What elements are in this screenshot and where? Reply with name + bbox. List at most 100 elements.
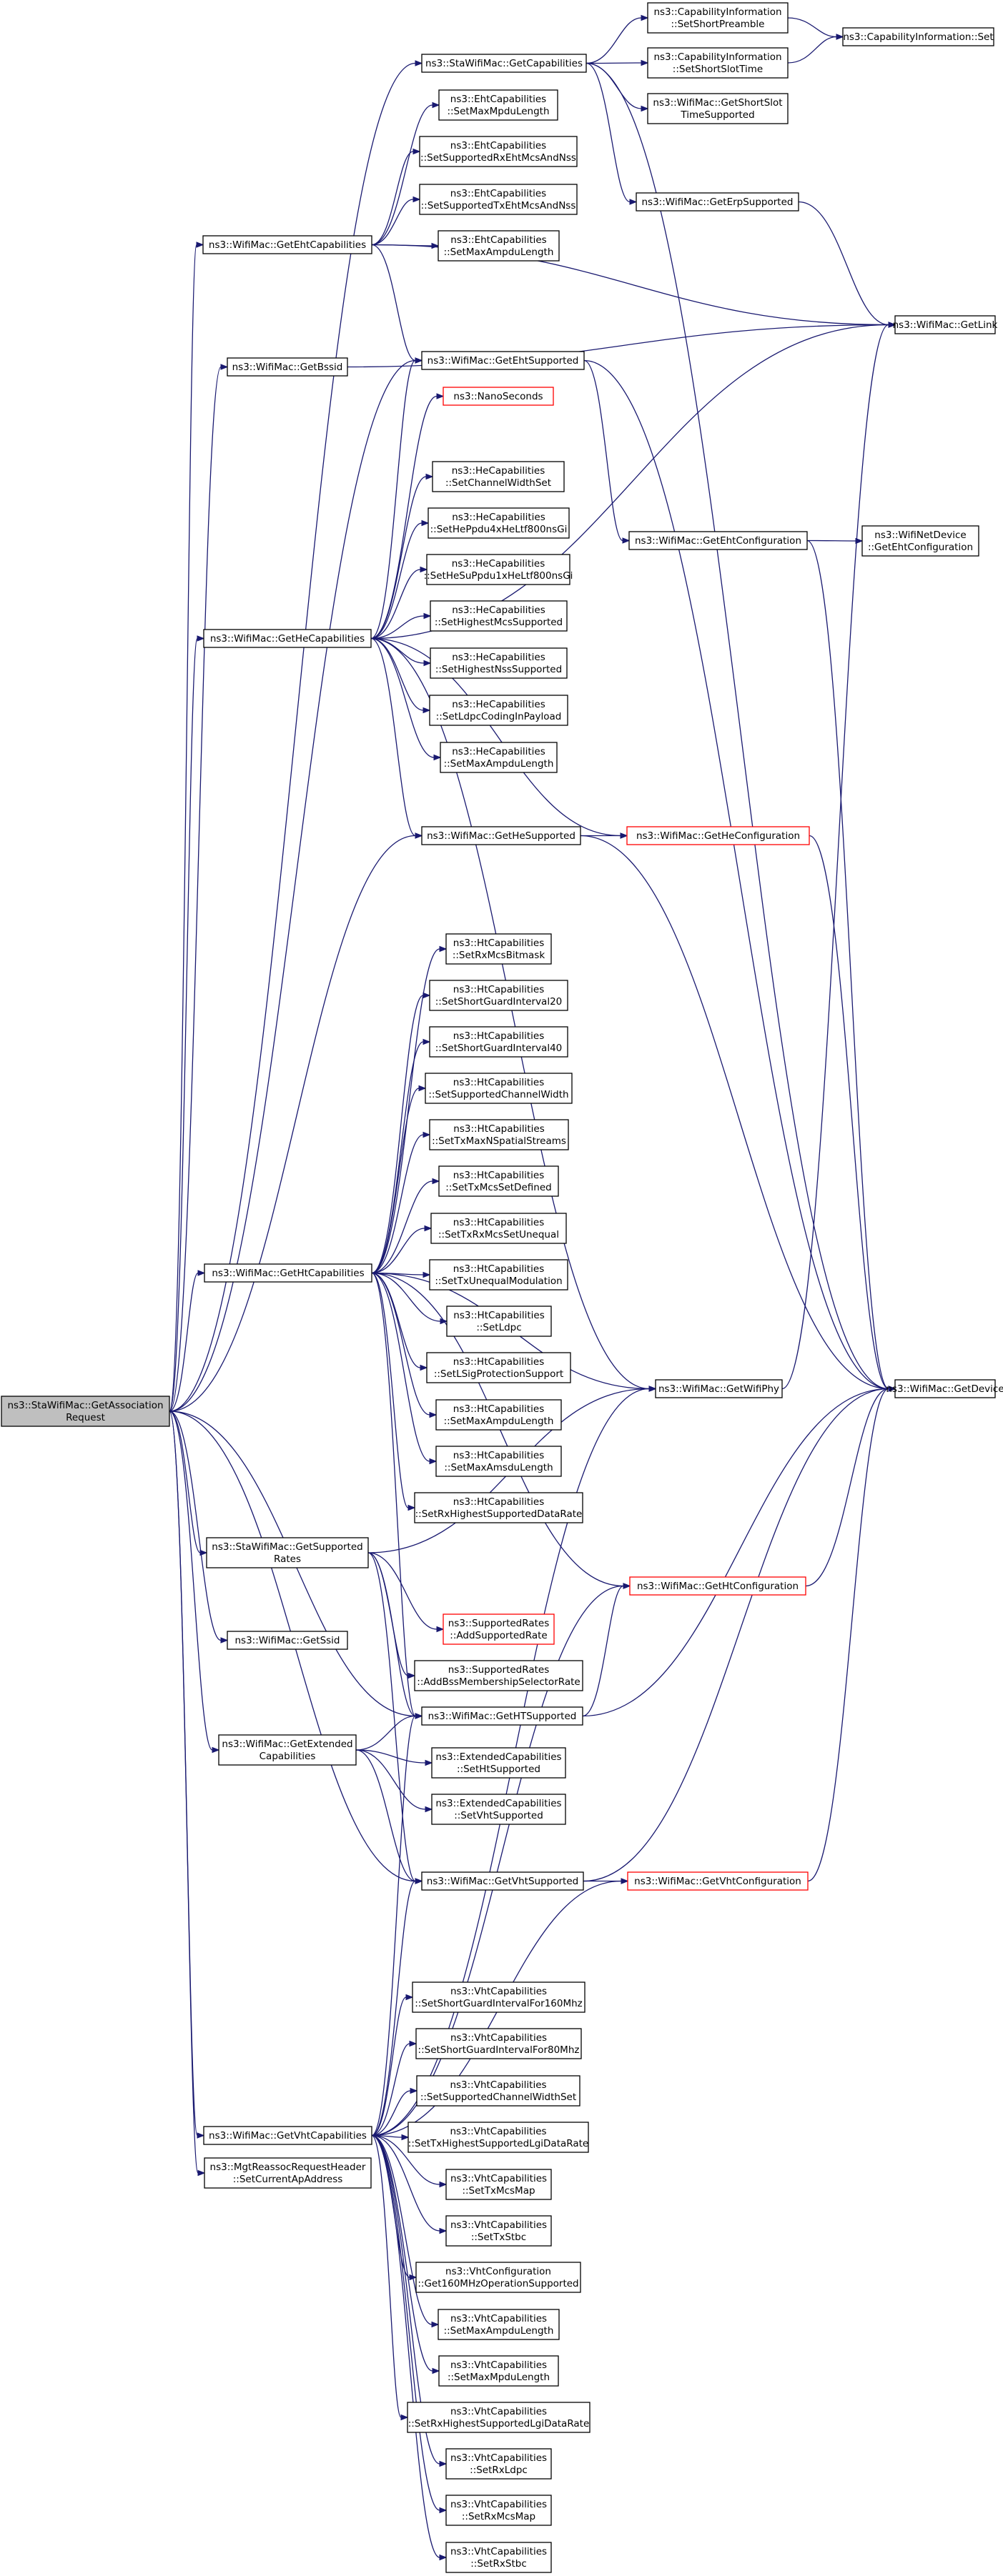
node-wifi-get-eht-conf[interactable]: ns3::WifiMac::GetEhtConfiguration (628, 531, 808, 550)
node-label-line: ::SetHeSuPpdu1xHeLtf800nsGi (424, 570, 573, 582)
node-wifi-get-ht-sup[interactable]: ns3::WifiMac::GetHTSupported (421, 1706, 583, 1726)
call-edges (169, 14, 896, 2561)
node-label-line: ns3::WifiMac::GetSsid (234, 1635, 340, 1646)
node-box (421, 1871, 584, 1891)
node-ht-set-tx-mcs-def[interactable]: ns3::HtCapabilities::SetTxMcsSetDefined (438, 1165, 559, 1197)
node-he-set-highest-mcs[interactable]: ns3::HeCapabilities::SetHighestMcsSuppor… (430, 600, 568, 632)
node-wifi-get-he-cap[interactable]: ns3::WifiMac::GetHeCapabilities (203, 629, 372, 648)
node-wifi-get-ssid[interactable]: ns3::WifiMac::GetSsid (227, 1631, 348, 1650)
node-label-line: ns3::WifiMac::GetEhtConfiguration (635, 535, 801, 547)
node-wifi-get-vht-cap[interactable]: ns3::WifiMac::GetVhtCapabilities (203, 2126, 372, 2145)
node-ht-set-tx-max-nss[interactable]: ns3::HtCapabilities::SetTxMaxNSpatialStr… (429, 1119, 569, 1150)
node-vht-set-sgi160[interactable]: ns3::VhtCapabilities::SetShortGuardInter… (412, 1981, 586, 2013)
node-vht-set-chan-width[interactable]: ns3::VhtCapabilities::SetSupportedChanne… (416, 2075, 580, 2107)
node-eht-set-tx[interactable]: ns3::EhtCapabilities::SetSupportedTxEhtM… (419, 184, 578, 215)
node-ht-set-max-ampdu[interactable]: ns3::HtCapabilities::SetMaxAmpduLength (435, 1399, 562, 1431)
node-box (203, 2126, 372, 2145)
node-he-set-ldpc[interactable]: ns3::HeCapabilities::SetLdpcCodingInPayl… (429, 695, 568, 726)
node-vht-set-tx-highest[interactable]: ns3::VhtCapabilities::SetTxHighestSuppor… (407, 2122, 589, 2153)
node-ht-set-rx-mcs[interactable]: ns3::HtCapabilities::SetRxMcsBitmask (445, 933, 552, 965)
node-ht-set-tx-unequal-mod[interactable]: ns3::HtCapabilities::SetTxUnequalModulat… (429, 1259, 568, 1291)
node-label-line: ns3::HeCapabilities (452, 512, 545, 523)
node-wifi-get-he-conf[interactable]: ns3::WifiMac::GetHeConfiguration (626, 826, 810, 845)
node-he-set-channel-width[interactable]: ns3::HeCapabilities::SetChannelWidthSet (432, 461, 565, 492)
node-label-line: ns3::WifiMac::GetShortSlot (653, 97, 782, 109)
node-box (429, 1119, 569, 1150)
node-ht-set-chan-width[interactable]: ns3::HtCapabilities::SetSupportedChannel… (425, 1073, 573, 1104)
node-label-line: ns3::HeCapabilities (452, 699, 545, 710)
node-label-line: ::Get160MHzOperationSupported (417, 2278, 578, 2289)
node-he-set-su-ppdu1x[interactable]: ns3::HeCapabilities::SetHeSuPpdu1xHeLtf8… (424, 554, 573, 585)
node-vht-set-max-mpdu[interactable]: ns3::VhtCapabilities::SetMaxMpduLength (438, 2355, 559, 2387)
node-eht-set-rx[interactable]: ns3::EhtCapabilities::SetSupportedRxEhtM… (419, 136, 578, 167)
node-box (432, 461, 565, 492)
node-label-line: ns3::VhtCapabilities (450, 2219, 547, 2231)
node-wifi-get-eht-cap[interactable]: ns3::WifiMac::GetEhtCapabilities (202, 235, 372, 254)
node-cap-set-short-preamble[interactable]: ns3::CapabilityInformation::SetShortPrea… (647, 2, 789, 34)
node-wifi-get-wifi-phy[interactable]: ns3::WifiMac::GetWifiPhy (655, 1379, 783, 1398)
edge-wifi-get-ht-sup-to-wifi-get-ht-conf (582, 1583, 631, 1717)
node-wifi-get-vht-sup[interactable]: ns3::WifiMac::GetVhtSupported (421, 1871, 584, 1891)
node-ht-set-tx-rx-unequal[interactable]: ns3::HtCapabilities::SetTxRxMcsSetUnequa… (430, 1213, 567, 1244)
node-he-set-highest-nss[interactable]: ns3::HeCapabilities::SetHighestNssSuppor… (430, 647, 568, 679)
node-ext-set-vht[interactable]: ns3::ExtendedCapabilities::SetVhtSupport… (431, 1794, 566, 1825)
node-label-line: ::SetRxMcsMap (462, 2511, 535, 2522)
node-box (227, 1631, 348, 1650)
node-label-line: TimeSupported (680, 109, 754, 121)
node-box (414, 1660, 583, 1691)
node-label-line: ns3::HtCapabilities (453, 1496, 544, 1508)
node-vht-set-rx-mcs-map[interactable]: ns3::VhtCapabilities::SetRxMcsMap (445, 2495, 552, 2526)
node-label-line: ns3::WifiMac::GetLink (893, 319, 998, 331)
node-vht-set-rx-stbc[interactable]: ns3::VhtCapabilities::SetRxStbc (445, 2542, 552, 2573)
node-eht-set-max-ampdu[interactable]: ns3::EhtCapabilities::SetMaxAmpduLength (438, 230, 560, 262)
node-wifi-get-erp[interactable]: ns3::WifiMac::GetErpSupported (636, 192, 799, 212)
node-wifi-get-ht-conf[interactable]: ns3::WifiMac::GetHtConfiguration (629, 1576, 806, 1596)
node-vht-set-tx-stbc[interactable]: ns3::VhtCapabilities::SetTxStbc (445, 2215, 552, 2247)
node-box (438, 2355, 559, 2387)
node-wifi-get-he-sup[interactable]: ns3::WifiMac::GetHeSupported (421, 826, 581, 845)
node-sta-get-capabilities[interactable]: ns3::StaWifiMac::GetCapabilities (421, 54, 587, 73)
node-nano-seconds[interactable]: ns3::NanoSeconds (443, 387, 554, 406)
node-label-line: ns3::WifiMac::GetVhtCapabilities (209, 2130, 367, 2142)
edge-sta-get-sup-rates-to-sup-rates-add (367, 1552, 445, 1633)
node-cap-set[interactable]: ns3::CapabilityInformation::Set (842, 27, 994, 46)
node-he-set-max-ampdu[interactable]: ns3::HeCapabilities::SetMaxAmpduLength (440, 742, 558, 773)
node-label-line: ::SetTxRxMcsSetUnequal (438, 1229, 559, 1240)
node-sup-rates-add-bss[interactable]: ns3::SupportedRates::AddBssMembershipSel… (414, 1660, 583, 1691)
node-box (894, 315, 996, 334)
node-mgt-set-ap[interactable]: ns3::MgtReassocRequestHeader::SetCurrent… (204, 2157, 372, 2189)
node-wifi-get-ht-cap[interactable]: ns3::WifiMac::GetHtCapabilities (204, 1263, 372, 1283)
node-vht-set-rx-ldpc[interactable]: ns3::VhtCapabilities::SetRxLdpc (445, 2448, 552, 2480)
edge-wifi-get-he-cap-to-he-set-ppdu4x (370, 519, 430, 640)
node-he-set-ppdu4x[interactable]: ns3::HeCapabilities::SetHePpdu4xHeLtf800… (428, 507, 570, 539)
node-ht-set-max-amsdu[interactable]: ns3::HtCapabilities::SetMaxAmsduLength (435, 1446, 562, 1477)
node-label-line: ::SetShortGuardInterval40 (435, 1043, 563, 1054)
node-wifi-get-bssid[interactable]: ns3::WifiMac::GetBssid (227, 357, 348, 377)
node-eht-set-max-mpdu[interactable]: ns3::EhtCapabilities::SetMaxMpduLength (438, 89, 558, 121)
edge-sta-get-capabilities-to-wifi-get-erp (586, 62, 638, 205)
node-vht-set-max-ampdu[interactable]: ns3::VhtCapabilities::SetMaxAmpduLength (438, 2309, 560, 2340)
node-label-line: ::SetLdpcCodingInPayload (436, 711, 562, 722)
node-vht-set-sgi80[interactable]: ns3::VhtCapabilities::SetShortGuardInter… (415, 2028, 582, 2059)
node-ht-set-sgi20[interactable]: ns3::HtCapabilities::SetShortGuardInterv… (429, 980, 568, 1011)
node-ht-set-rx-highest[interactable]: ns3::HtCapabilities::SetRxHighestSupport… (414, 1492, 583, 1523)
node-label-line: ::SetMaxMpduLength (448, 2372, 550, 2383)
node-ht-set-ldpc[interactable]: ns3::HtCapabilities::SetLdpc (446, 1306, 552, 1337)
node-net-dev-get-eht-conf[interactable]: ns3::WifiNetDevice::GetEhtConfiguration (861, 525, 979, 557)
node-wifi-get-vht-conf[interactable]: ns3::WifiMac::GetVhtConfiguration (627, 1871, 809, 1891)
node-sup-rates-add[interactable]: ns3::SupportedRates::AddSupportedRate (443, 1613, 555, 1645)
node-vht-conf-get160[interactable]: ns3::VhtConfiguration::Get160MHzOperatio… (415, 2262, 581, 2293)
node-label-line: ns3::WifiNetDevice (874, 529, 966, 541)
node-cap-set-short-slot-time[interactable]: ns3::CapabilityInformation::SetShortSlot… (647, 47, 789, 79)
node-ht-set-lsig[interactable]: ns3::HtCapabilities::SetLSigProtectionSu… (426, 1352, 571, 1383)
node-vht-set-tx-mcs-map[interactable]: ns3::VhtCapabilities::SetTxMcsMap (445, 2169, 552, 2200)
node-wifi-get-eht-sup[interactable]: ns3::WifiMac::GetEhtSupported (421, 351, 585, 370)
node-vht-set-rx-highest[interactable]: ns3::VhtCapabilities::SetRxHighestSuppor… (407, 2402, 591, 2433)
node-wifi-get-link[interactable]: ns3::WifiMac::GetLink (893, 315, 998, 334)
node-ht-set-sgi40[interactable]: ns3::HtCapabilities::SetShortGuardInterv… (429, 1026, 568, 1058)
node-ext-set-ht[interactable]: ns3::ExtendedCapabilities::SetHtSupporte… (431, 1747, 566, 1779)
node-wifi-get-device[interactable]: ns3::WifiMac::GetDevice (886, 1379, 1003, 1398)
